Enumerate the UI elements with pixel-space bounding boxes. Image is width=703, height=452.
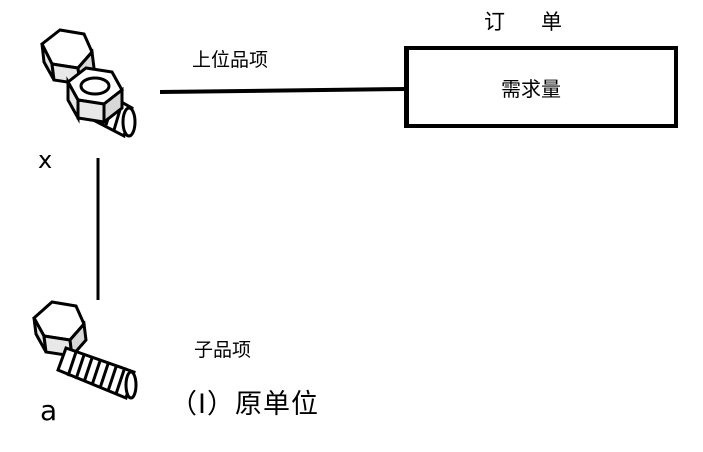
parent-item-label: 上位品项 [192,49,269,71]
demand-label: 需求量 [501,77,561,101]
bolt-icon [32,300,138,401]
unit-caption: （Ⅰ）原单位 [170,389,319,420]
parent-item-id: x [38,146,53,174]
child-item-label: 子品项 [194,339,252,361]
child-item-id: a [40,394,58,427]
parent-order-connector [159,87,407,94]
order-title: 订 单 [484,10,567,34]
order-box [404,46,678,128]
bolt-with-nut-icon [40,28,137,139]
